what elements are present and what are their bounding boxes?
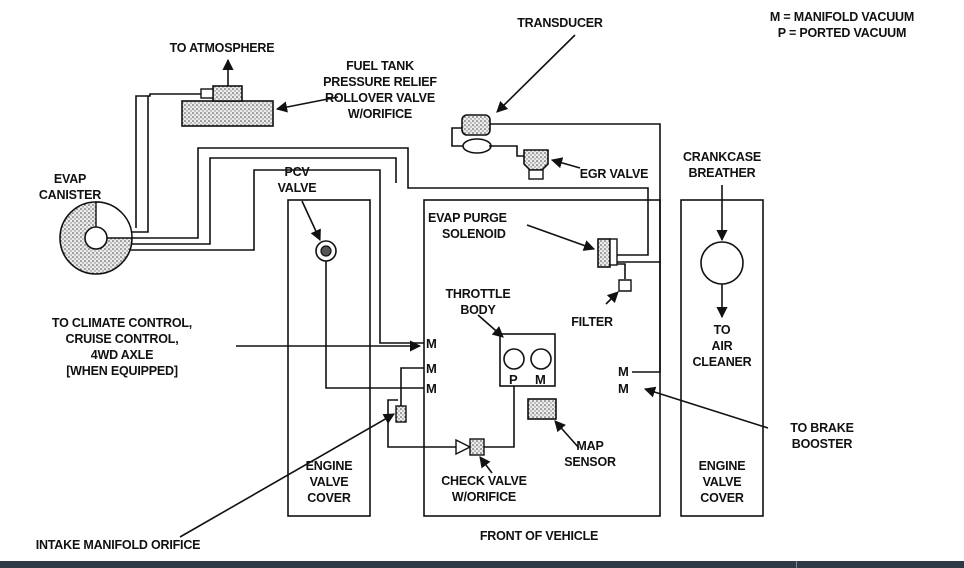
transducer-line-right — [490, 123, 661, 263]
label-fuel-tank-line-3: ROLLOVER VALVE — [325, 91, 435, 105]
label-fuel-tank-line-1: FUEL TANK — [346, 59, 414, 73]
bottom-toolbar-divider — [796, 561, 797, 568]
pointer-map-sensor — [554, 420, 580, 449]
label-pcv-valve-line-1: PCV — [284, 165, 310, 179]
evap-canister-clear-quadrant — [95, 201, 133, 239]
label-check-valve-line-2: W/ORIFICE — [452, 490, 516, 504]
label-engine-left-line-1: ENGINE — [306, 459, 353, 473]
egr-hose — [489, 145, 524, 157]
pointer-filter — [605, 291, 619, 305]
port-throttle-m: M — [535, 372, 546, 387]
port-m-right-1: M — [618, 364, 629, 379]
label-brake-booster-line-2: BOOSTER — [792, 437, 853, 451]
crankcase-breather — [700, 241, 744, 285]
label-climate-line-1: TO CLIMATE CONTROL, — [52, 316, 192, 330]
label-fuel-tank-line-2: PRESSURE RELIEF — [323, 75, 437, 89]
egr-valve-stem — [528, 169, 544, 180]
label-climate-line-3: 4WD AXLE — [91, 348, 154, 362]
egr-valve — [523, 149, 549, 171]
label-map-sensor-line-2: SENSOR — [564, 455, 616, 469]
label-to-air-cleaner-line-3: CLEANER — [692, 355, 751, 369]
filter — [618, 279, 632, 292]
legend-ported-vacuum: P = PORTED VACUUM — [778, 26, 906, 40]
label-check-valve-line-1: CHECK VALVE — [441, 474, 527, 488]
label-pcv-valve-line-2: VALVE — [278, 181, 317, 195]
pointer-pcv-valve — [301, 200, 321, 242]
port-m-left-1: M — [426, 336, 437, 351]
transducer-line-left — [451, 127, 472, 147]
purge-to-filter-hose — [617, 263, 626, 279]
port-m-left-2: M — [426, 361, 437, 376]
map-sensor — [527, 398, 557, 420]
throttle-port-m-circle — [530, 348, 552, 370]
transducer-diaphragm — [462, 138, 492, 154]
pointer-rollover-valve — [275, 96, 339, 113]
rollover-valve-body — [181, 100, 274, 127]
port-m-right-2: M — [618, 381, 629, 396]
canister-to-purge-hose-inner — [120, 157, 397, 245]
pointer-check-valve — [479, 456, 493, 474]
pointer-throttle-body — [477, 314, 504, 338]
canister-to-rollover-hose — [135, 93, 201, 228]
evap-purge-solenoid — [597, 238, 611, 268]
label-fuel-tank-line-4: W/ORIFICE — [348, 107, 412, 121]
label-front-of-vehicle: FRONT OF VEHICLE — [480, 529, 598, 543]
evap-purge-solenoid-cap — [609, 238, 618, 266]
label-engine-right-line-1: ENGINE — [699, 459, 746, 473]
label-evap-canister-line-1: EVAP — [54, 172, 86, 186]
pointer-intake-manifold-orifice — [179, 413, 395, 538]
canister-to-pcv-hose — [120, 169, 424, 344]
label-evap-purge-line-1: EVAP PURGE — [428, 211, 507, 225]
label-map-sensor-line-1: MAP — [576, 439, 603, 453]
bottom-toolbar-strip — [0, 561, 964, 568]
orifice-to-manifold-hose — [400, 367, 424, 406]
label-filter: FILTER — [571, 315, 613, 329]
port-throttle-p: P — [509, 372, 518, 387]
label-throttle-body-line-1: THROTTLE — [445, 287, 510, 301]
rollover-valve-port — [200, 88, 214, 99]
port-m-left-3: M — [426, 381, 437, 396]
label-evap-canister-line-2: CANISTER — [39, 188, 101, 202]
label-to-air-cleaner-line-2: AIR — [712, 339, 733, 353]
label-evap-purge-line-2: SOLENOID — [442, 227, 506, 241]
throttle-port-p-circle — [503, 348, 525, 370]
throttle-to-check-valve-hose — [484, 386, 515, 448]
pointer-brake-booster — [643, 386, 769, 429]
label-crankcase-line-1: CRANKCASE — [683, 150, 761, 164]
label-egr-valve: EGR VALVE — [580, 167, 649, 181]
label-brake-booster-line-1: TO BRAKE — [790, 421, 853, 435]
pointer-transducer — [496, 34, 576, 113]
label-engine-left-line-2: VALVE — [310, 475, 349, 489]
label-crankcase-line-2: BREATHER — [689, 166, 756, 180]
label-engine-right-line-3: COVER — [700, 491, 744, 505]
label-engine-left-line-3: COVER — [307, 491, 351, 505]
label-to-air-cleaner-line-1: TO — [714, 323, 731, 337]
label-climate-line-2: CRUISE CONTROL, — [66, 332, 179, 346]
label-to-atmosphere: TO ATMOSPHERE — [170, 41, 275, 55]
label-climate-line-4: [WHEN EQUIPPED] — [66, 364, 178, 378]
rollover-valve-cap — [212, 85, 243, 102]
label-throttle-body-line-2: BODY — [460, 303, 496, 317]
pcv-valve-inner — [320, 245, 332, 257]
pcv-hose — [325, 261, 424, 389]
transducer — [461, 114, 491, 136]
check-valve-body — [469, 438, 485, 456]
purge-to-manifold-hose — [632, 262, 661, 373]
evap-canister-core — [84, 226, 108, 250]
intake-manifold-orifice — [395, 405, 407, 423]
legend-manifold-vacuum: M = MANIFOLD VACUUM — [770, 10, 914, 24]
canister-to-purge-hose-outer — [120, 147, 649, 256]
label-intake-manifold-orifice: INTAKE MANIFOLD ORIFICE — [36, 538, 201, 552]
canister-hose-a — [120, 96, 149, 233]
pointer-egr-valve — [550, 157, 581, 169]
label-transducer: TRANSDUCER — [517, 16, 603, 30]
pointer-evap-purge-solenoid — [526, 224, 596, 251]
label-engine-right-line-2: VALVE — [703, 475, 742, 489]
